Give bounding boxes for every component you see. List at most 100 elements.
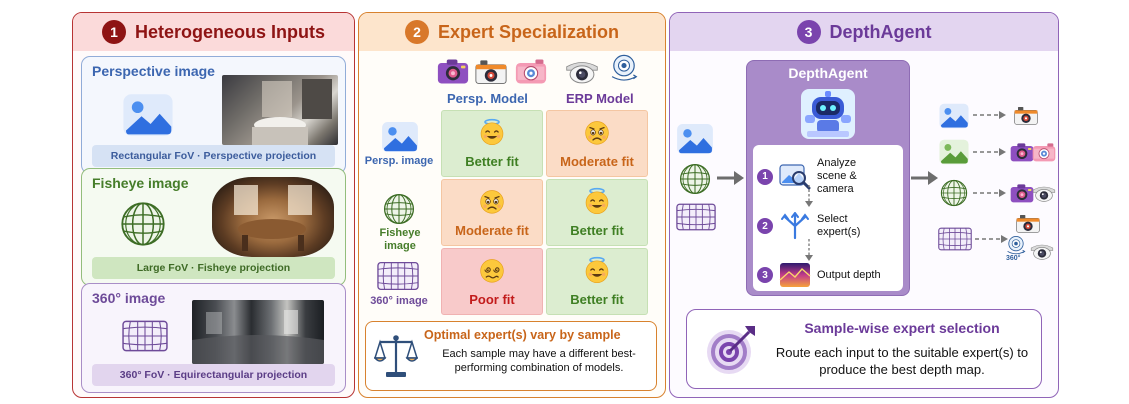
dining-room-scene-icon [234,185,312,251]
dashed-arrow-icon [973,189,1006,197]
erp-grid-icon [938,227,972,251]
step-output: 3 Output depth [757,262,887,288]
fit-label: Moderate fit [560,154,634,169]
arrow-right-icon [717,171,744,185]
branch-icon [781,212,809,240]
dome-camera-icon [565,57,599,85]
emoji-dizzy [478,256,506,284]
inputs-panel: 1 Heterogeneous Inputs Perspective image… [72,12,355,398]
selection-title: Sample-wise expert selection [804,320,1000,336]
depth-map-icon [779,263,811,287]
perspective-photo [222,75,338,145]
perspective-card-title: Perspective image [92,63,215,79]
agent-panel-title: DepthAgent [829,21,932,42]
depthagent-steps: 1 Analyze scene & camera 2 Select expert… [753,145,903,291]
step-number: 3 [757,267,773,283]
action-camera-icon [1014,105,1038,125]
selection-body: Route each input to the suitable expert(… [775,345,1029,377]
inputs-panel-header: 1 Heterogeneous Inputs [73,13,354,51]
erp-photo [192,300,324,364]
camera-icon [437,57,469,85]
experts-panel-title: Expert Specialization [437,21,620,42]
landscape-green-icon [938,139,970,165]
arrow-right-icon [911,171,938,185]
dashed-arrow-icon [973,148,1006,156]
step-number: 2 [757,218,773,234]
emoji-halo [583,256,611,284]
panel-number-badge: 2 [404,20,429,44]
cell-persp-perspmodel: Better fit [441,110,543,177]
perspective-caption: Rectangular FoV · Perspective projection [92,145,335,167]
emoji-worried [478,187,506,215]
cell-persp-erpmodel: Moderate fit [546,110,648,177]
360-camera-icon [607,53,641,85]
cell-fisheye-perspmodel: Moderate fit [441,179,543,246]
step-text: Analyze scene & camera [817,157,857,195]
inputs-panel-title: Heterogeneous Inputs [134,21,326,42]
panel-number-badge: 1 [101,20,126,44]
down-arrow-icon [805,185,813,207]
note-body: Each sample may have a different best-pe… [442,348,636,374]
dome-camera-icon [1032,182,1056,204]
persp-model-label: Persp. Model [447,91,528,106]
agent-panel: 3 DepthAgent DepthAgent 1 [669,12,1059,398]
erp-caption: 360° FoV · Equirectangular projection [92,364,335,386]
fit-label: Better fit [570,292,624,307]
step-number: 1 [757,168,773,185]
erp-grid-icon [676,203,716,231]
camera-icon [1010,141,1034,163]
cell-erp-erpmodel: Better fit [546,248,648,315]
landscape-icon [938,103,970,129]
fisheye-globe-icon [383,193,415,225]
fit-label: Better fit [465,154,519,169]
note-box: Optimal expert(s) vary by sample Each sa… [365,321,657,391]
pink-camera-icon [515,57,547,85]
panel-number-badge: 3 [796,20,821,44]
erp-card-title: 360° image [92,290,166,306]
scale-icon [374,335,418,377]
fisheye-card-title: Fisheye image [92,175,189,191]
fisheye-globe-icon [679,163,711,195]
target-icon [707,326,755,374]
dashed-arrow-icon [975,235,1008,243]
fit-label: Poor fit [469,292,515,307]
fit-label: Better fit [570,223,624,238]
fisheye-caption: Large FoV · Fisheye projection [92,257,335,279]
magnifier-icon [779,163,811,189]
perspective-card: Perspective image Rectangular FoV · Pers… [81,56,346,174]
step-analyze: 1 Analyze scene & camera [757,157,887,196]
erp-model-label: ERP Model [566,91,634,106]
step-text: Select expert(s) [817,213,861,238]
dome-camera-icon [1030,241,1054,261]
action-camera-icon [1016,213,1040,233]
fit-label: Moderate fit [455,223,529,238]
erp-grid-icon [122,320,168,352]
erp-card: 360° image 360° FoV · Equirectangular pr… [81,283,346,393]
row-label-erp: 360° image [370,295,428,307]
landscape-icon [381,121,419,153]
selection-box: Sample-wise expert selection Route each … [686,309,1042,389]
note-title: Optimal expert(s) vary by sample [424,328,621,342]
fisheye-globe-icon [940,179,968,207]
emoji-halo [583,187,611,215]
360-camera-icon [1004,235,1028,257]
erp-grid-icon [377,261,419,291]
row-label-fisheye-text: Fisheye image [379,227,421,252]
landscape-icon [122,93,174,137]
row-label-fisheye: Fisheye image [359,227,441,253]
cell-erp-perspmodel: Poor fit [441,248,543,315]
landscape-icon [676,123,714,155]
step-text: Output depth [817,268,881,281]
experts-panel-header: 2 Expert Specialization [359,13,665,51]
down-arrow-icon [805,239,813,261]
erp-badge-label: 360° [1006,255,1021,262]
fisheye-photo [212,177,334,257]
fisheye-card: Fisheye image Large FoV · Fisheye projec… [81,168,346,286]
depthagent-box-title: DepthAgent [788,65,868,81]
row-label-persp: Persp. image [364,155,434,167]
fisheye-globe-icon [120,201,166,247]
depthagent-box: DepthAgent 1 Analyze scene & c [746,60,910,296]
bathroom-scene-icon [252,79,332,145]
cell-fisheye-erpmodel: Better fit [546,179,648,246]
experts-panel: 2 Expert Specialization Persp. Model ERP… [358,12,666,398]
